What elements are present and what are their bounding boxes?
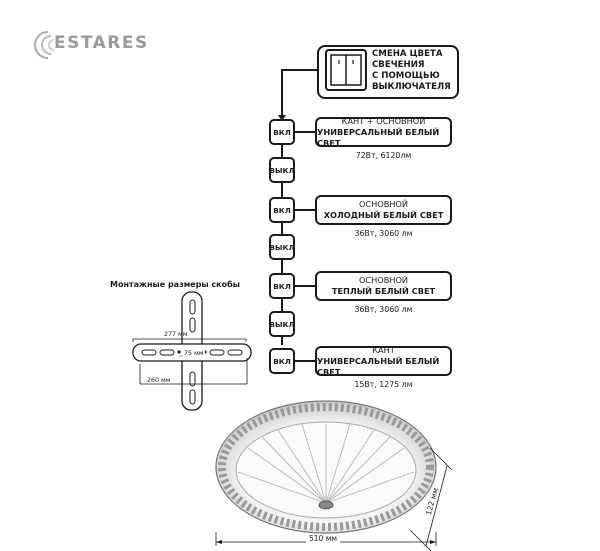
bracket-dim-75: 75 мм bbox=[183, 350, 205, 357]
step-off-button-3: ВЫКЛ bbox=[269, 311, 295, 337]
mode-line1: КАНТ bbox=[372, 344, 395, 355]
mode-box-1: КАНТ + ОСНОВНОЙ УНИВЕРСАЛЬНЫЙ БЕЛЫЙ СВЕТ bbox=[315, 115, 452, 148]
bracket-title: Монтажные размеры скобы bbox=[110, 280, 240, 289]
switch-text-line: СВЕЧЕНИЯ bbox=[372, 60, 425, 70]
mode-line1: ОСНОВНОЙ bbox=[358, 275, 409, 285]
mode-box-2: ОСНОВНОЙ ХОЛОДНЫЙ БЕЛЫЙ СВЕТ bbox=[315, 195, 452, 225]
bracket-dim-260: 260 мм bbox=[147, 377, 171, 384]
mode-line2: УНИВЕРСАЛЬНЫЙ БЕЛЫЙ СВЕТ bbox=[317, 355, 440, 377]
mode-line1: КАНТ + ОСНОВНОЙ bbox=[341, 115, 426, 126]
switch-text-line: ВЫКЛЮЧАТЕЛЯ bbox=[372, 82, 451, 92]
step-on-button-3: ВКЛ bbox=[269, 273, 295, 299]
mode-line2: УНИВЕРСАЛЬНЫЙ БЕЛЫЙ СВЕТ bbox=[317, 126, 440, 148]
step-off-button-2: ВЫКЛ bbox=[269, 234, 295, 260]
switch-panel bbox=[317, 45, 459, 99]
mode-line2: ТЕПЛЫЙ БЕЛЫЙ СВЕТ bbox=[331, 286, 436, 296]
logo-arcs-icon bbox=[34, 31, 55, 59]
mode-power-3: 36Вт, 3060 лм bbox=[354, 305, 413, 314]
estares-logo: ESTARES bbox=[34, 30, 176, 60]
mode-box-3: ОСНОВНОЙ ТЕПЛЫЙ БЕЛЫЙ СВЕТ bbox=[315, 271, 452, 301]
mode-box-4: КАНТ УНИВЕРСАЛЬНЫЙ БЕЛЫЙ СВЕТ bbox=[315, 344, 452, 377]
lamp-width-dim: 510 мм bbox=[306, 534, 341, 543]
mode-line1: ОСНОВНОЙ bbox=[358, 199, 409, 209]
step-on-button-4: ВКЛ bbox=[269, 348, 295, 374]
mode-line2: ХОЛОДНЫЙ БЕЛЫЙ СВЕТ bbox=[323, 210, 444, 220]
switch-text-line: СМЕНА ЦВЕТА bbox=[372, 49, 443, 59]
step-on-button-2: ВКЛ bbox=[269, 197, 295, 223]
bracket-dim-277: 277 мм bbox=[164, 331, 188, 338]
step-on-button-1: ВКЛ bbox=[269, 119, 295, 145]
step-off-button-1: ВЫКЛ bbox=[269, 157, 295, 183]
mode-power-2: 36Вт, 3060 лм bbox=[354, 229, 413, 238]
mode-power-1: 72Вт, 6120лм bbox=[355, 151, 412, 160]
logo-text: ESTARES bbox=[54, 33, 149, 53]
switch-text-line: С ПОМОЩЬЮ bbox=[372, 71, 440, 81]
switch-panel-text: СМЕНА ЦВЕТА СВЕЧЕНИЯ С ПОМОЩЬЮ ВЫКЛЮЧАТЕ… bbox=[372, 49, 456, 93]
mode-power-4: 15Вт, 1275 лм bbox=[354, 380, 413, 389]
